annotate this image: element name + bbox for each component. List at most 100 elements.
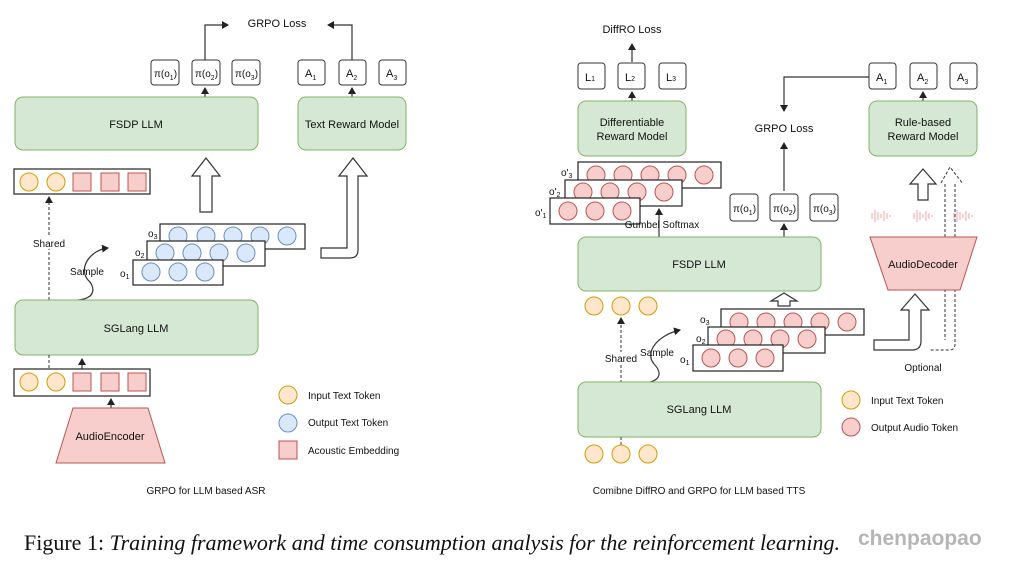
legend-input-text-label: Input Text Token [308,391,380,402]
right-policy-box-3: π(o3) [809,193,839,222]
bent-arrow-to-reward-model [320,157,369,259]
output-row-1: o1 [120,259,224,286]
svg-text:o2: o2 [135,248,145,260]
rule-based-reward-model-block [868,100,978,157]
svg-text:π(o3): π(o3) [813,204,836,217]
right-shared-label: Shared [605,354,637,365]
arrow-policy-to-loss [204,21,229,62]
sample-curved-arrow [77,244,109,301]
legend-output-audio-swatch [841,417,861,437]
audio-encoder-block [55,407,166,464]
svg-text:L1: L1 [585,72,595,84]
diff-reward-label-line2: Reward Model [597,131,668,143]
shared-token-row [13,168,151,195]
right-grpo-loss-label: GRPO Loss [755,123,814,135]
shared-label: Shared [33,239,65,250]
policy-box-2: π(o2) [191,59,221,86]
grpo-loss-label: GRPO Loss [248,18,307,30]
watermark: chenpaopao [858,527,982,550]
policy-box-3: π(o3) [231,59,261,86]
right-policy-box-1: π(o1) [729,193,759,222]
svg-text:π(o1): π(o1) [154,69,177,82]
fsdp-llm-label: FSDP LLM [109,119,163,131]
fsdp-input-tokens [584,296,658,316]
left-subtitle: GRPO for LLM based ASR [147,486,266,497]
right-legend: Input Text Token Output Audio Token [841,390,958,437]
legend-output-text-swatch [278,413,298,433]
caption-prefix: Figure 1: [24,530,110,555]
right-sample-label: Sample [640,348,674,359]
svg-text:o3: o3 [700,315,710,327]
svg-text:L3: L3 [666,72,676,84]
figure-caption: Figure 1: Training framework and time co… [24,530,840,556]
caption-text: Training framework and time consumption … [109,530,840,555]
svg-text:o'3: o'3 [561,168,572,180]
diff-reward-label-line1: Differentiable [600,117,665,129]
big-arrow-to-fsdp [190,157,222,213]
legend-input-text-swatch [841,390,861,410]
svg-text:L2: L2 [625,72,635,84]
right-advantage-box-3: A3 [949,62,978,90]
svg-text:A3: A3 [957,72,968,86]
small-arrow-to-right-fsdp [768,292,800,307]
dashed-arrowhead-optional [940,166,964,185]
fsdp-llm-block [14,96,259,151]
rule-reward-label-line2: Reward Model [888,131,959,143]
diffro-loss-label: DiffRO Loss [602,24,662,36]
right-sample-curved-arrow [645,327,681,384]
legend-output-audio-label: Output Audio Token [871,423,958,434]
policy-box-1: π(o1) [150,59,180,86]
gumbel-softmax-label: Gumbel Softmax [625,220,699,231]
right-fsdp-llm-block [577,236,822,292]
legend-acoustic-label: Acoustic Embedding [308,446,399,457]
svg-text:π(o3): π(o3) [235,69,258,82]
big-arrow-to-rule-reward [908,168,938,201]
legend-acoustic-swatch [278,440,298,460]
arrow-advantage-to-loss [327,21,353,62]
sglang-llm-label: SGLang LLM [104,323,169,335]
right-policy-box-2: π(o2) [769,193,799,222]
legend-output-text-label: Output Text Token [308,418,388,429]
svg-text:A2: A2 [346,68,357,82]
gumbel-row-1: o'1 [535,197,641,225]
svg-text:o1: o1 [120,269,130,281]
advantage-box-3: A3 [378,59,407,86]
advantage-box-2: A2 [338,59,367,86]
text-reward-model-block [297,96,407,151]
left-panel: GRPO Loss π(o1) π(o2) π(o3) A1 A2 A3 [13,18,407,497]
svg-text:o'1: o'1 [535,208,546,220]
waveform-icon-2 [913,210,933,222]
audio-output-row-1: o1 [680,344,784,372]
right-sglang-llm-block [577,381,822,438]
svg-text:A1: A1 [876,72,887,86]
waveform-icon-3 [953,210,973,222]
bent-arrow-to-audio-decoder [873,293,931,351]
waveform-icon-1 [871,210,891,222]
optional-label: Optional [904,363,941,374]
svg-text:A3: A3 [386,68,397,82]
text-reward-model-label: Text Reward Model [305,119,399,131]
svg-text:π(o1): π(o1) [733,204,756,217]
differentiable-reward-model-block [577,100,687,157]
l-box-3: L3 [658,62,687,90]
svg-text:o1: o1 [680,355,690,367]
rule-reward-label-line1: Rule-based [895,117,951,129]
audio-encoder-label: AudioEncoder [75,431,144,443]
right-fsdp-llm-label: FSDP LLM [672,259,726,271]
input-token-row [13,368,151,397]
audio-decoder-label: AudioDecoder [888,259,958,271]
right-panel: DiffRO Loss L1 L2 L3 Differentiable Rewa… [535,24,978,497]
legend-input-text-label: Input Text Token [871,396,943,407]
right-subtitle: Comibne DiffRO and GRPO for LLM based TT… [593,486,806,497]
sample-label: Sample [70,267,104,278]
legend-input-text-swatch [278,385,298,405]
right-advantage-box-1: A1 [868,62,897,90]
l-box-1: L1 [577,62,606,90]
left-legend: Input Text Token Output Text Token Acous… [278,385,399,460]
svg-text:o3: o3 [148,229,158,241]
svg-text:A1: A1 [305,68,316,82]
svg-text:A2: A2 [917,72,928,86]
svg-text:o2: o2 [696,334,706,346]
svg-text:o'2: o'2 [549,187,560,199]
